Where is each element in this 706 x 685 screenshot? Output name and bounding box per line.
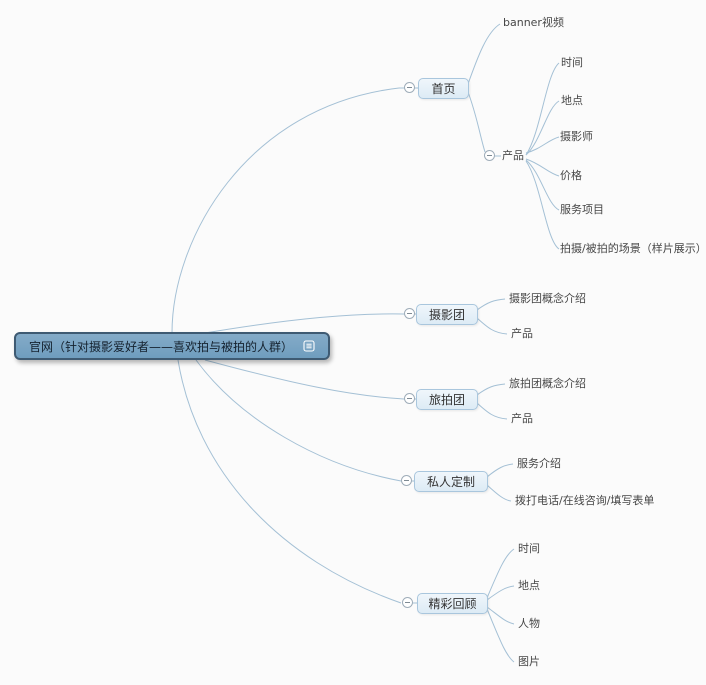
connector [525, 158, 560, 177]
collapse-toggle-product[interactable] [484, 150, 495, 161]
leaf-topic-review-time[interactable]: 时间 [518, 542, 540, 555]
minus-icon [404, 480, 409, 481]
subtopic-product[interactable]: 产品 [502, 149, 524, 162]
leaf-topic-photographer[interactable]: 摄影师 [560, 130, 593, 143]
root-topic[interactable]: 官网（针对摄影爱好者——喜欢拍与被拍的人群） [14, 332, 330, 360]
connector [486, 608, 515, 663]
connector [195, 359, 402, 482]
branch-topic-homepage[interactable]: 首页 [418, 78, 469, 99]
connector [476, 402, 508, 420]
connector [467, 91, 486, 153]
notes-icon[interactable] [303, 340, 315, 352]
minus-icon [487, 155, 492, 156]
leaf-topic-contact-ways[interactable]: 拨打电话/在线咨询/填写表单 [515, 494, 655, 507]
connector [486, 548, 515, 599]
connector [204, 359, 405, 400]
connector [476, 298, 506, 311]
leaf-topic-services[interactable]: 服务项目 [560, 203, 604, 216]
connector [171, 87, 400, 334]
leaf-topic-photo-group-product[interactable]: 产品 [511, 327, 533, 340]
leaf-topic-review-people[interactable]: 人物 [518, 617, 540, 630]
branch-topic-photo-group[interactable]: 摄影团 [416, 304, 478, 325]
leaf-topic-place[interactable]: 地点 [561, 94, 583, 107]
minus-icon [407, 313, 412, 314]
root-topic-label: 官网（针对摄影爱好者——喜欢拍与被拍的人群） [28, 339, 293, 354]
connector [486, 463, 514, 478]
connector [525, 100, 560, 156]
connector [204, 313, 405, 334]
leaf-topic-banner-video[interactable]: banner视频 [503, 16, 564, 29]
collapse-toggle-homepage[interactable] [404, 82, 415, 93]
collapse-toggle-photo-group[interactable] [404, 308, 415, 319]
leaf-topic-travel-group-product[interactable]: 产品 [511, 412, 533, 425]
branch-topic-highlights[interactable]: 精彩回顾 [417, 593, 488, 614]
connector [467, 23, 501, 85]
connector [525, 136, 560, 154]
leaf-topic-price[interactable]: 价格 [560, 169, 582, 182]
connector [525, 160, 560, 250]
collapse-toggle-private-custom[interactable] [401, 475, 412, 486]
leaf-topic-service-intro[interactable]: 服务介绍 [517, 457, 561, 470]
leaf-topic-review-place[interactable]: 地点 [518, 579, 540, 592]
connector [177, 359, 402, 604]
connector [486, 484, 512, 502]
connector [486, 606, 515, 625]
minus-icon [405, 602, 410, 603]
minus-icon [407, 398, 412, 399]
leaf-topic-photo-group-intro[interactable]: 摄影团概念介绍 [509, 292, 586, 305]
collapse-toggle-travel-group[interactable] [404, 393, 415, 404]
collapse-toggle-highlights[interactable] [402, 597, 413, 608]
leaf-topic-time[interactable]: 时间 [561, 56, 583, 69]
leaf-topic-scenes[interactable]: 拍摄/被拍的场景（样片展示） [560, 242, 706, 255]
connector [525, 62, 560, 156]
branch-topic-travel-group[interactable]: 旅拍团 [416, 389, 478, 410]
connector [476, 383, 506, 396]
connector [476, 317, 508, 335]
connector [525, 159, 560, 211]
leaf-topic-review-photos[interactable]: 图片 [518, 655, 540, 668]
connector [486, 585, 515, 601]
minus-icon [407, 87, 412, 88]
leaf-topic-travel-group-intro[interactable]: 旅拍团概念介绍 [509, 377, 586, 390]
branch-topic-private-custom[interactable]: 私人定制 [414, 471, 488, 492]
